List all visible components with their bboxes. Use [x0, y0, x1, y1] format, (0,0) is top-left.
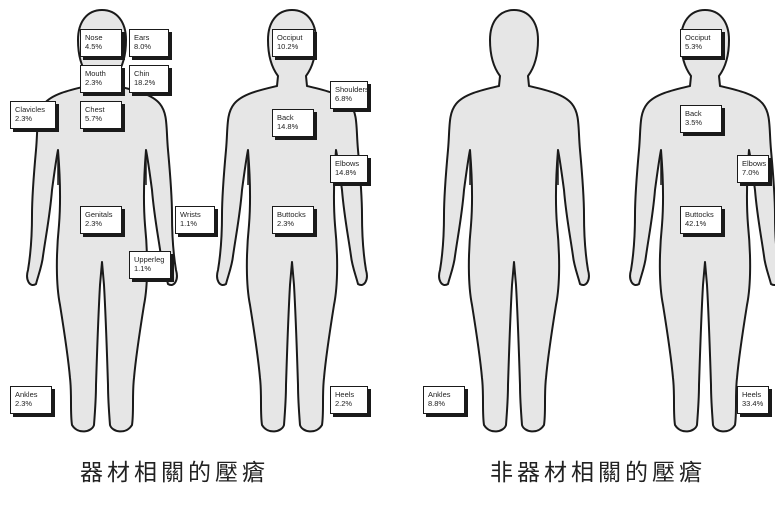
label-name: Occiput [277, 33, 309, 42]
body-silhouette-3 [434, 0, 594, 445]
label-wrists: Wrists 1.1% [175, 206, 215, 234]
label-ankles: Ankles 8.8% [423, 386, 465, 414]
label-value: 33.4% [742, 399, 764, 408]
caption-non-device-related: 非器材相關的壓瘡 [490, 453, 706, 487]
label-name: Nose [85, 33, 117, 42]
label-name: Ankles [428, 390, 460, 399]
label-name: Back [685, 109, 717, 118]
label-ankles: Ankles 2.3% [10, 386, 52, 414]
label-elbows: Elbows 14.8% [330, 155, 368, 183]
label-value: 10.2% [277, 42, 309, 51]
label-name: Clavicles [15, 105, 51, 114]
label-name: Elbows [742, 159, 764, 168]
label-nose: Nose 4.5% [80, 29, 122, 57]
label-value: 1.1% [180, 219, 210, 228]
label-name: Buttocks [277, 210, 309, 219]
label-buttocks: Buttocks 42.1% [680, 206, 722, 234]
label-value: 42.1% [685, 219, 717, 228]
label-ears: Ears 8.0% [129, 29, 169, 57]
label-name: Back [277, 113, 309, 122]
label-occiput: Occiput 5.3% [680, 29, 722, 57]
label-name: Occiput [685, 33, 717, 42]
label-occiput: Occiput 10.2% [272, 29, 314, 57]
label-name: Mouth [85, 69, 117, 78]
label-name: Shoulders [335, 85, 363, 94]
label-name: Chest [85, 105, 117, 114]
label-name: Heels [335, 390, 363, 399]
label-chest: Chest 5.7% [80, 101, 122, 129]
label-back: Back 14.8% [272, 109, 314, 137]
label-value: 2.3% [15, 114, 51, 123]
label-value: 2.3% [277, 219, 309, 228]
label-shoulders: Shoulders 6.8% [330, 81, 368, 109]
label-value: 2.2% [335, 399, 363, 408]
label-back: Back 3.5% [680, 105, 722, 133]
label-buttocks: Buttocks 2.3% [272, 206, 314, 234]
label-name: Wrists [180, 210, 210, 219]
label-elbows: Elbows 7.0% [737, 155, 769, 183]
label-value: 18.2% [134, 78, 164, 87]
label-value: 4.5% [85, 42, 117, 51]
label-value: 14.8% [277, 122, 309, 131]
label-chin: Chin 18.2% [129, 65, 169, 93]
label-value: 1.1% [134, 264, 166, 273]
label-name: Elbows [335, 159, 363, 168]
caption-device-related: 器材相關的壓瘡 [80, 453, 269, 487]
label-value: 7.0% [742, 168, 764, 177]
label-upperleg: Upperleg 1.1% [129, 251, 171, 279]
label-value: 6.8% [335, 94, 363, 103]
label-name: Heels [742, 390, 764, 399]
label-name: Upperleg [134, 255, 166, 264]
label-value: 2.3% [15, 399, 47, 408]
label-value: 3.5% [685, 118, 717, 127]
label-name: Chin [134, 69, 164, 78]
label-clavicles: Clavicles 2.3% [10, 101, 56, 129]
label-value: 5.3% [685, 42, 717, 51]
label-heels: Heels 2.2% [330, 386, 368, 414]
label-mouth: Mouth 2.3% [80, 65, 122, 93]
label-value: 8.8% [428, 399, 460, 408]
label-name: Buttocks [685, 210, 717, 219]
label-name: Genitals [85, 210, 117, 219]
label-value: 5.7% [85, 114, 117, 123]
label-genitals: Genitals 2.3% [80, 206, 122, 234]
label-heels: Heels 33.4% [737, 386, 769, 414]
label-value: 2.3% [85, 78, 117, 87]
label-value: 8.0% [134, 42, 164, 51]
label-value: 14.8% [335, 168, 363, 177]
label-value: 2.3% [85, 219, 117, 228]
label-name: Ankles [15, 390, 47, 399]
label-name: Ears [134, 33, 164, 42]
